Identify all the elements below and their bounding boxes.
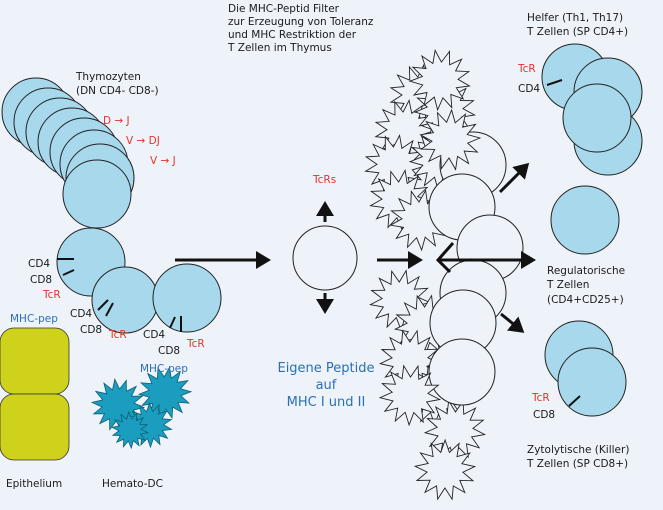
apoptotic-cell <box>408 49 471 112</box>
self-peptides-label: Eigene Peptide auf MHC I und II <box>277 361 374 410</box>
cd4-label: CD4 <box>518 83 540 95</box>
thymocyte-label: (DN CD4- CD8-) <box>76 85 159 97</box>
selection-cell <box>292 225 358 291</box>
title-line: Die MHC-Peptid Filter <box>228 3 340 15</box>
helper-cells <box>541 43 643 176</box>
self-peptides-line: MHC I und II <box>287 395 366 410</box>
diagram-title: Die MHC-Peptid Filter zur Erzeugung von … <box>227 3 374 54</box>
mhc-pep-label: MHC-pep <box>140 363 188 375</box>
regulatory-label: T Zellen <box>546 279 589 291</box>
cd8-receptor <box>568 395 581 407</box>
cd4-label: CD4 <box>28 258 50 270</box>
helper-label: T Zellen (SP CD4+) <box>526 26 628 38</box>
double-positive-cells <box>56 227 222 334</box>
apoptotic-cell <box>378 329 442 392</box>
thymocyte-stack <box>1 77 135 229</box>
cd8-label: CD8 <box>533 409 555 421</box>
self-peptides-line: Eigene Peptide <box>277 361 374 376</box>
cd8-receptor <box>105 302 114 317</box>
epithelium-label: Epithelium <box>6 478 62 490</box>
killer-cell <box>557 347 627 417</box>
apoptotic-cell <box>419 108 482 171</box>
tcr-label: TcR <box>42 289 61 301</box>
epithelium-cells <box>0 327 70 461</box>
cd8-label: CD8 <box>80 324 102 336</box>
title-line: T Zellen im Thymus <box>227 42 332 54</box>
cd4-label: CD4 <box>143 329 165 341</box>
rearrangement-label: V → DJ <box>126 135 160 147</box>
helper-cell <box>562 83 632 153</box>
title-line: und MHC Restriktion der <box>228 29 357 41</box>
thymocyte-cell <box>62 159 132 229</box>
mhc-pep-label: MHC-pep <box>10 313 58 325</box>
regulatory-label: Regulatorische <box>547 265 625 277</box>
epithelial-cell <box>0 393 70 461</box>
tcr-label: TcR <box>108 329 127 341</box>
helper-label: Helfer (Th1, Th17) <box>527 12 623 24</box>
arrow-killer <box>500 312 525 333</box>
dendritic-cell <box>110 410 150 450</box>
tcr-label: TcR <box>531 392 550 404</box>
tcr-label: TcR <box>517 63 536 75</box>
rearrangement-label: V → J <box>150 155 176 167</box>
thymocyte-label: Thymozyten <box>75 71 141 83</box>
cd4-receptor <box>546 79 563 86</box>
rearrangement-label: D → J <box>103 115 130 127</box>
killer-cells <box>544 320 627 417</box>
regulatory-cell <box>550 185 620 255</box>
dp-cell <box>152 263 222 333</box>
cd8-label: CD8 <box>158 345 180 357</box>
cytotoxic-label: Zytolytische (Killer) <box>527 444 629 456</box>
arrow-helper <box>498 162 530 194</box>
epithelial-cell <box>0 327 70 395</box>
cd4-label: CD4 <box>70 308 92 320</box>
cd4-receptor <box>97 299 109 311</box>
tcrs-label: TcRs <box>312 174 336 186</box>
cd8-label: CD8 <box>30 274 52 286</box>
thymocyte-cell <box>428 338 496 406</box>
regulatory-label: (CD4+CD25+) <box>547 294 624 306</box>
title-line: zur Erzeugung von Toleranz <box>228 16 374 28</box>
negative-selection-cluster <box>364 49 524 501</box>
cd4-receptor <box>169 316 176 329</box>
apoptotic-cell <box>413 438 477 501</box>
cytotoxic-label: T Zellen (SP CD8+) <box>526 458 628 470</box>
self-peptides-line: auf <box>316 378 337 393</box>
tcr-label: TcR <box>186 338 205 350</box>
hemato-dc-label: Hemato-DC <box>102 478 163 490</box>
apoptotic-cell <box>378 364 442 427</box>
arrow-fork <box>435 242 455 274</box>
dendritic-cells <box>90 366 193 450</box>
dendritic-cell <box>137 366 193 420</box>
cd8-receptor <box>62 269 75 276</box>
